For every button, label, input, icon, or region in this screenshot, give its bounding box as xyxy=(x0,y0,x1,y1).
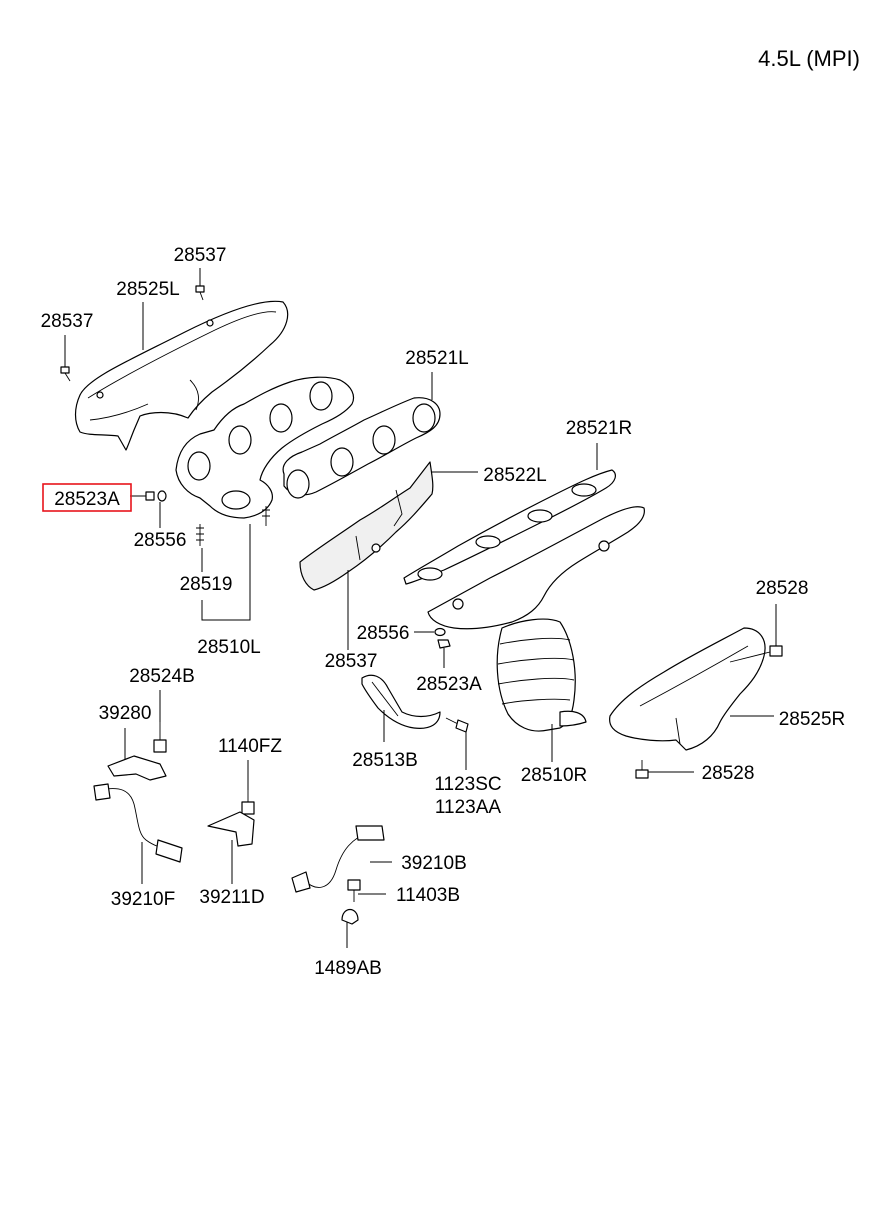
bolt-28537-top xyxy=(195,285,205,301)
bolt-28537-left xyxy=(60,366,71,382)
left-heat-shield-28525L xyxy=(74,300,289,451)
left-heat-protector-28522L xyxy=(299,461,434,591)
label-28537-mid[interactable]: 28537 xyxy=(325,651,378,672)
label-28528-bottom[interactable]: 28528 xyxy=(702,763,755,784)
label-28519[interactable]: 28519 xyxy=(180,574,233,595)
washer-28556-right xyxy=(434,627,446,637)
label-28510R[interactable]: 28510R xyxy=(521,765,588,786)
bracket-39280 xyxy=(107,755,167,781)
label-28525L[interactable]: 28525L xyxy=(116,279,179,300)
bolt-28528-bottom xyxy=(635,760,649,779)
clamp-1489AB xyxy=(341,908,359,925)
washer-28556-left xyxy=(157,490,167,502)
label-11403B[interactable]: 11403B xyxy=(396,885,460,906)
label-39280[interactable]: 39280 xyxy=(99,703,152,724)
engine-variant-label: 4.5L (MPI) xyxy=(758,46,860,71)
label-28524B[interactable]: 28524B xyxy=(129,666,195,687)
leader-lines xyxy=(64,268,777,948)
left-exhaust-manifold-28510L xyxy=(175,376,355,546)
right-exhaust-manifold-28510R xyxy=(427,506,645,732)
label-1123AA[interactable]: 1123AA xyxy=(435,797,502,818)
highlight-box-28523A xyxy=(42,483,132,512)
right-manifold-gasket-28521R xyxy=(403,469,616,585)
bolt-1140FZ xyxy=(241,790,255,815)
label-28510L[interactable]: 28510L xyxy=(197,637,260,658)
oxygen-sensor-39210B xyxy=(291,825,385,893)
left-manifold-gasket-28521L xyxy=(282,397,441,499)
oxygen-sensor-39210F xyxy=(93,783,183,863)
label-28521L[interactable]: 28521L xyxy=(405,348,468,369)
bracket-28513B xyxy=(361,674,441,729)
label-28528-top[interactable]: 28528 xyxy=(756,578,809,599)
label-39210F[interactable]: 39210F xyxy=(111,889,175,910)
label-1140FZ[interactable]: 1140FZ xyxy=(218,736,282,757)
label-28523A-left[interactable]: 28523A xyxy=(54,489,120,510)
label-28521R[interactable]: 28521R xyxy=(566,418,633,439)
bolt-11403B xyxy=(347,879,361,902)
label-39210B[interactable]: 39210B xyxy=(401,853,467,874)
label-28537-top[interactable]: 28537 xyxy=(174,245,227,266)
part-labels: 28537 28525L 28537 28521L 28521R 28522L … xyxy=(41,245,846,979)
label-1489AB[interactable]: 1489AB xyxy=(314,958,382,979)
label-28556-right[interactable]: 28556 xyxy=(357,623,410,644)
bracket-39211D xyxy=(207,811,255,847)
label-28513B[interactable]: 28513B xyxy=(352,750,418,771)
label-28522L[interactable]: 28522L xyxy=(483,465,546,486)
label-28537-left[interactable]: 28537 xyxy=(41,311,94,332)
bolt-1123SC xyxy=(445,717,469,733)
label-28556-left[interactable]: 28556 xyxy=(134,530,187,551)
bolt-28528-top xyxy=(729,645,783,663)
nut-28523A-left xyxy=(145,491,155,501)
bolt-28524B xyxy=(153,722,167,753)
label-28523A-right[interactable]: 28523A xyxy=(416,674,482,695)
label-28525R[interactable]: 28525R xyxy=(779,709,846,730)
label-39211D[interactable]: 39211D xyxy=(199,887,264,908)
right-heat-shield-28525R xyxy=(609,627,766,751)
nut-28523A-right xyxy=(437,639,451,649)
label-1123SC[interactable]: 1123SC xyxy=(434,774,501,795)
